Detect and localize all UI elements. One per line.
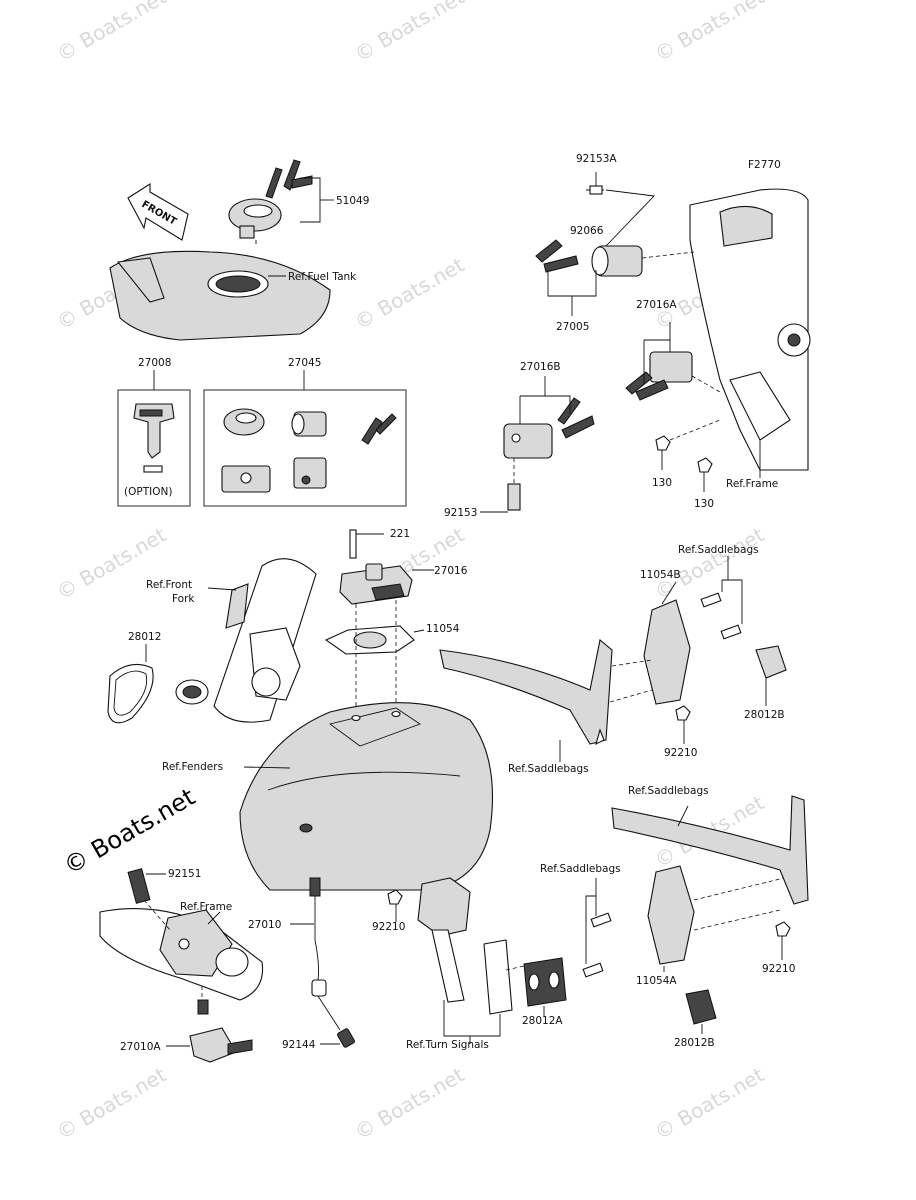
label-27010: 27010: [248, 919, 281, 931]
watermark: © Boats.net: [351, 252, 469, 334]
label-ref-fenders: Ref.Fenders: [162, 761, 223, 773]
label-ref-front-fork-2: Fork: [172, 593, 195, 605]
label-27016A: 27016A: [636, 299, 677, 311]
label-28012A: 28012A: [522, 1015, 563, 1027]
label-92153: 92153: [444, 507, 477, 519]
label-92210-2: 92210: [372, 921, 405, 933]
label-51049: 51049: [336, 195, 369, 207]
label-ref-fuel-tank: Ref.Fuel Tank: [288, 271, 357, 283]
label-11054B: 11054B: [640, 569, 681, 581]
label-221: 221: [390, 528, 410, 540]
watermark: © Boats.net: [53, 0, 171, 66]
label-27016B: 27016B: [520, 361, 561, 373]
label-27045: 27045: [288, 357, 321, 369]
watermark: © Boats.net: [351, 1062, 469, 1144]
label-ref-saddlebags-1: Ref.Saddlebags: [678, 544, 759, 556]
label-130b: 130: [694, 498, 714, 510]
watermark: © Boats.net: [53, 522, 171, 604]
ignition-lock-group: [535, 172, 811, 492]
switch-27010-group: [290, 877, 355, 1048]
label-27005: 27005: [556, 321, 589, 333]
saddlebag-bracket-lower: [582, 795, 809, 1034]
label-28012B-1: 28012B: [744, 709, 785, 721]
center-bracket-group: [324, 529, 434, 720]
label-27008: 27008: [138, 357, 171, 369]
label-92151: 92151: [168, 868, 201, 880]
label-11054: 11054: [426, 623, 460, 635]
option-key-box: (OPTION): [117, 370, 191, 507]
fuel-tank-group: [109, 159, 334, 341]
label-92210-1: 92210: [664, 747, 697, 759]
saddlebag-bracket-upper: [439, 556, 787, 762]
frame-lock-group: [99, 868, 264, 1063]
lock-set-box: [203, 370, 407, 507]
figure-code: F2770: [748, 159, 781, 171]
front-fork-group: [107, 558, 317, 724]
label-27016: 27016: [434, 565, 468, 577]
turn-signal-bracket-group: [387, 877, 567, 1044]
label-ref-saddlebags-2: Ref.Saddlebags: [508, 763, 589, 775]
label-92066: 92066: [570, 225, 604, 237]
label-92210-3: 92210: [762, 963, 795, 975]
label-28012B-2: 28012B: [674, 1037, 715, 1049]
label-130a: 130: [652, 477, 672, 489]
label-11054A: 11054A: [636, 975, 677, 987]
label-ref-front-fork: Ref.Front: [146, 579, 192, 591]
watermark: © Boats.net: [351, 0, 469, 66]
option-note: (OPTION): [124, 486, 172, 498]
label-28012: 28012: [128, 631, 161, 643]
watermark: © Boats.net: [651, 0, 769, 66]
label-27010A: 27010A: [120, 1041, 161, 1053]
label-ref-frame-top: Ref.Frame: [726, 478, 778, 490]
label-ref-frame-bottom: Ref.Frame: [180, 901, 232, 913]
bracket-27016B-group: [480, 376, 595, 513]
label-92153A: 92153A: [576, 153, 617, 165]
label-ref-turn-signals: Ref.Turn Signals: [406, 1039, 489, 1051]
label-ref-saddlebags-4: Ref.Saddlebags: [540, 863, 621, 875]
watermark: © Boats.net: [53, 1062, 171, 1144]
fender-group: [239, 702, 494, 891]
label-ref-saddlebags-3: Ref.Saddlebags: [628, 785, 709, 797]
watermark: © Boats.net: [651, 522, 769, 604]
corner-watermark: © Boats.net: [59, 783, 200, 880]
front-arrow-icon: FRONT: [127, 182, 189, 241]
watermark: © Boats.net: [651, 1062, 769, 1144]
label-92144: 92144: [282, 1039, 316, 1051]
